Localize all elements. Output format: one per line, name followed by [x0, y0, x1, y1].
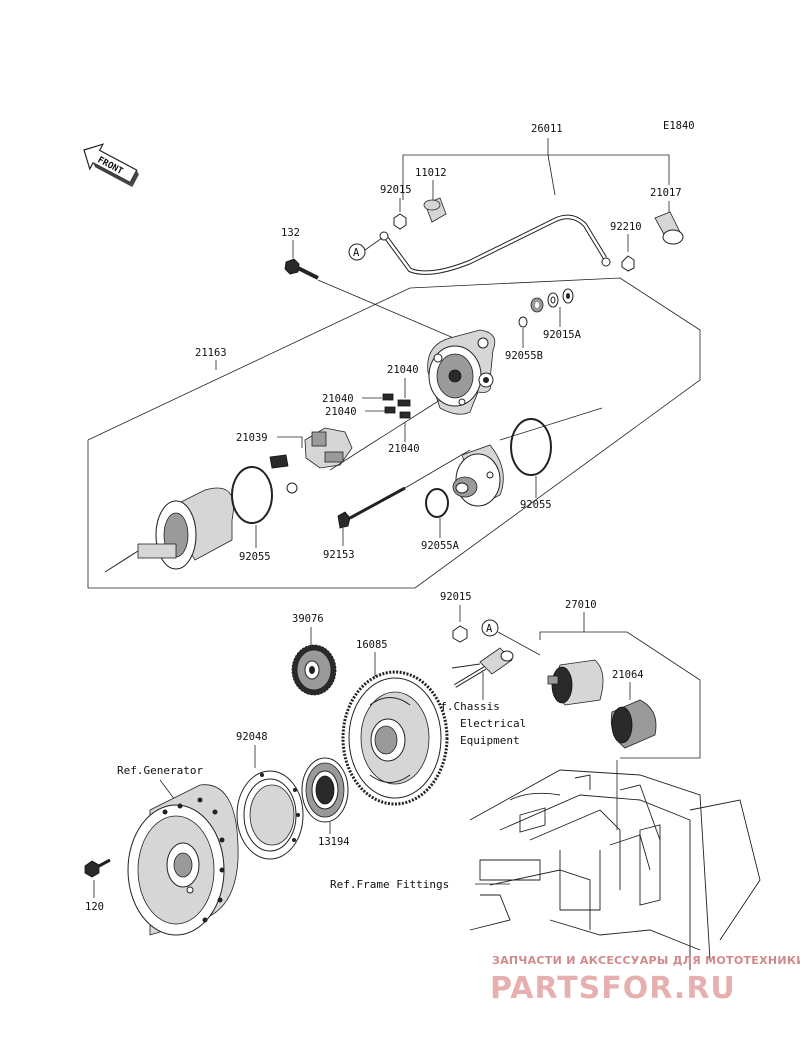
svg-text:A: A	[486, 623, 493, 635]
label-26011: 26011	[531, 123, 563, 135]
nut-92015-top	[393, 213, 407, 230]
label-92210: 92210	[610, 221, 642, 233]
brush-holder-21039	[269, 427, 353, 494]
bolt-132	[284, 258, 319, 280]
label-21040-a: 21040	[387, 364, 419, 376]
label-21064: 21064	[612, 669, 644, 681]
frame-fittings	[469, 769, 761, 970]
one-way-clutch-13194	[301, 757, 349, 823]
label-21040-b: 21040	[322, 393, 354, 405]
label-92153: 92153	[323, 549, 355, 561]
label-21040-c: 21040	[325, 406, 357, 418]
label-92055-left: 92055	[239, 551, 271, 563]
starter-relay-27010	[547, 659, 604, 706]
ref-generator: Ref.Generator	[117, 764, 203, 777]
svg-text:A: A	[353, 247, 360, 259]
label-21039: 21039	[236, 432, 268, 444]
label-21163: 21163	[195, 347, 227, 359]
bolt-120	[84, 858, 111, 878]
ref-frame-fittings: Ref.Frame Fittings	[330, 878, 449, 891]
idle-gear-39076	[291, 644, 337, 696]
starter-clutch-gear-16085	[341, 670, 449, 806]
through-bolt-92153	[337, 486, 406, 529]
o-ring-92055b	[518, 316, 528, 328]
ref-marker-a-mid: A	[481, 619, 541, 656]
label-21017: 21017	[650, 187, 682, 199]
label-21040-d: 21040	[388, 443, 420, 455]
cable-terminal-boot	[654, 211, 684, 245]
label-120: 120	[85, 901, 104, 913]
wiring-connector	[451, 647, 514, 688]
label-27010: 27010	[565, 599, 597, 611]
label-13194: 13194	[318, 836, 350, 848]
label-92015a: 92015A	[543, 329, 582, 341]
label-132: 132	[281, 227, 300, 239]
label-92015-mid: 92015	[440, 591, 472, 603]
ref-chassis-3: Equipment	[460, 734, 520, 747]
relay-cover-21064	[610, 699, 657, 749]
label-39076: 39076	[292, 613, 324, 625]
o-ring-92055-left	[231, 466, 273, 524]
brush-springs	[382, 393, 411, 419]
o-ring-92055a	[425, 488, 449, 518]
starter-yoke	[104, 487, 234, 573]
watermark-logo: PARTSFOR.RU	[490, 971, 736, 1006]
label-16085: 16085	[356, 639, 388, 651]
starter-rear-cover	[427, 329, 496, 415]
starter-front-cover	[452, 444, 504, 507]
label-92055a: 92055A	[421, 540, 460, 552]
starter-cable	[383, 214, 607, 275]
ref-marker-a-top: A	[348, 237, 383, 261]
ref-chassis-1: Ref.Chassis	[427, 700, 500, 713]
generator-flywheel	[127, 784, 239, 936]
diagram-code: E1840	[663, 120, 695, 132]
ref-chassis-2: Electrical	[460, 717, 526, 730]
watermark: ЗАПЧАСТИ И АКСЕССУАРЫ ДЛЯ МОТОТЕХНИКИ PA…	[490, 954, 800, 1006]
nut-92015-mid	[452, 625, 468, 643]
washer-stack	[530, 288, 574, 313]
label-11012: 11012	[415, 167, 447, 179]
label-92055-right: 92055	[520, 499, 552, 511]
o-ring-92055-right	[510, 418, 552, 476]
watermark-tagline: ЗАПЧАСТИ И АКСЕССУАРЫ ДЛЯ МОТОТЕХНИКИ	[492, 954, 800, 967]
front-direction-arrow-icon: FRONT	[83, 143, 139, 187]
label-92055b: 92055B	[505, 350, 543, 362]
label-92048: 92048	[236, 731, 268, 743]
label-92015-top: 92015	[380, 184, 412, 196]
relay-group-frame	[539, 631, 701, 759]
cable-boot-cap	[423, 197, 447, 223]
assembly-frame-21163	[87, 277, 701, 589]
ring-92048	[236, 770, 304, 860]
nut-92210	[621, 255, 635, 272]
